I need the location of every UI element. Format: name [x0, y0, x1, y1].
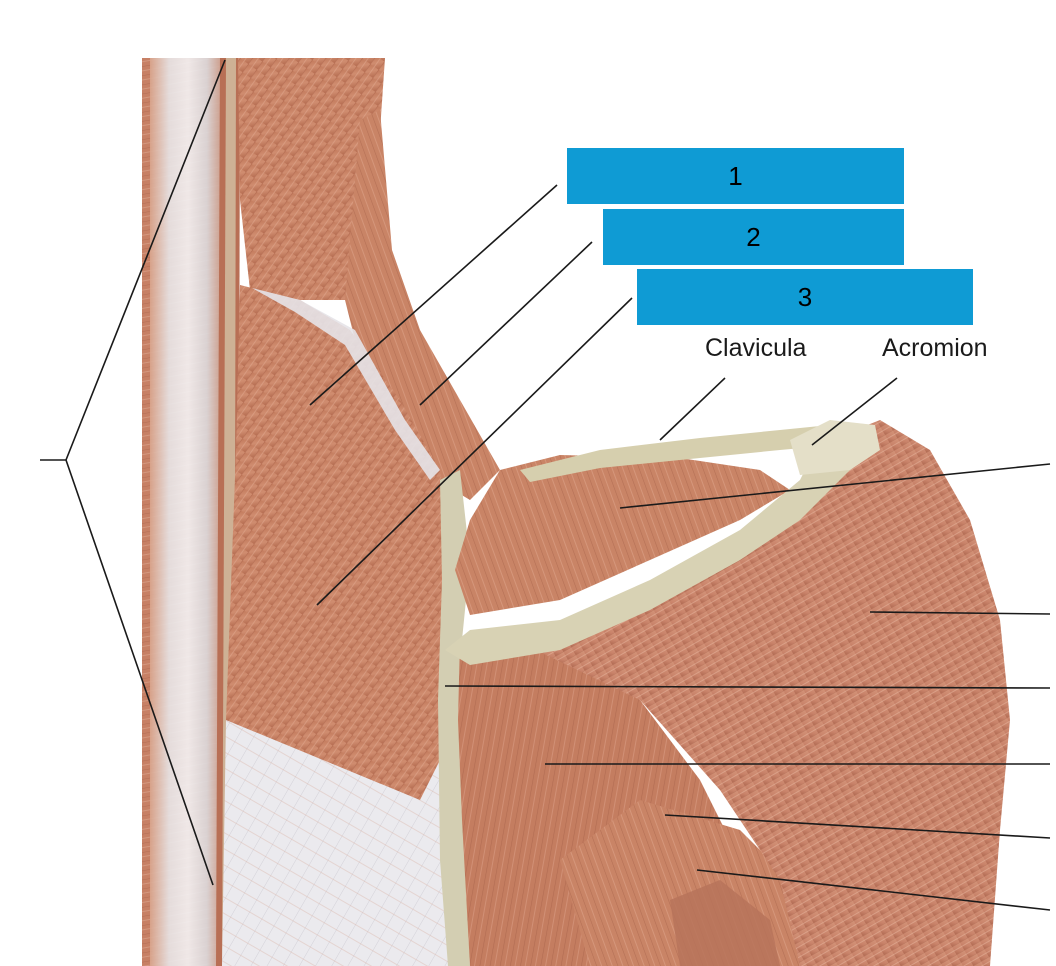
- leader-line-teres-major: [696, 869, 1051, 911]
- deltoid-muscle: [515, 420, 1010, 966]
- splenius-muscle: [238, 58, 385, 300]
- acromion-label: Acromion: [882, 334, 988, 362]
- clavicle-bone: [520, 425, 835, 482]
- leader-line-clavicula: [659, 377, 726, 441]
- label-box-2-bg: [603, 209, 904, 265]
- bracket-upper-arm: [65, 59, 226, 461]
- leader-line-1: [309, 184, 558, 406]
- leader-line-medial-border: [444, 685, 1051, 689]
- label-box-1[interactable]: 1: [728, 160, 743, 191]
- leader-line-3: [316, 297, 633, 606]
- bracket-lower-arm: [65, 459, 214, 886]
- medial-border-tendon: [438, 470, 470, 966]
- label-box-2[interactable]: 2: [746, 221, 761, 252]
- leader-lines: [40, 59, 1051, 911]
- label-box-1-bg: [567, 148, 904, 204]
- fascia-strip: [252, 288, 440, 480]
- label-box-3[interactable]: 3: [797, 281, 813, 312]
- leader-line-2: [419, 241, 593, 406]
- clavicula-label: Clavicula: [705, 334, 807, 362]
- arm-muscle-lower: [670, 880, 780, 966]
- leader-line-acromion: [811, 377, 898, 446]
- leader-line-deltoid: [869, 611, 1051, 615]
- leader-line-teres-minor: [664, 814, 1051, 839]
- leader-line-supraspinatus: [619, 463, 1051, 509]
- label-box-3-bg: [637, 269, 973, 325]
- acromion-bone: [790, 420, 880, 475]
- deep-back-muscle: [142, 58, 236, 966]
- supraspinatus-muscle: [455, 455, 790, 615]
